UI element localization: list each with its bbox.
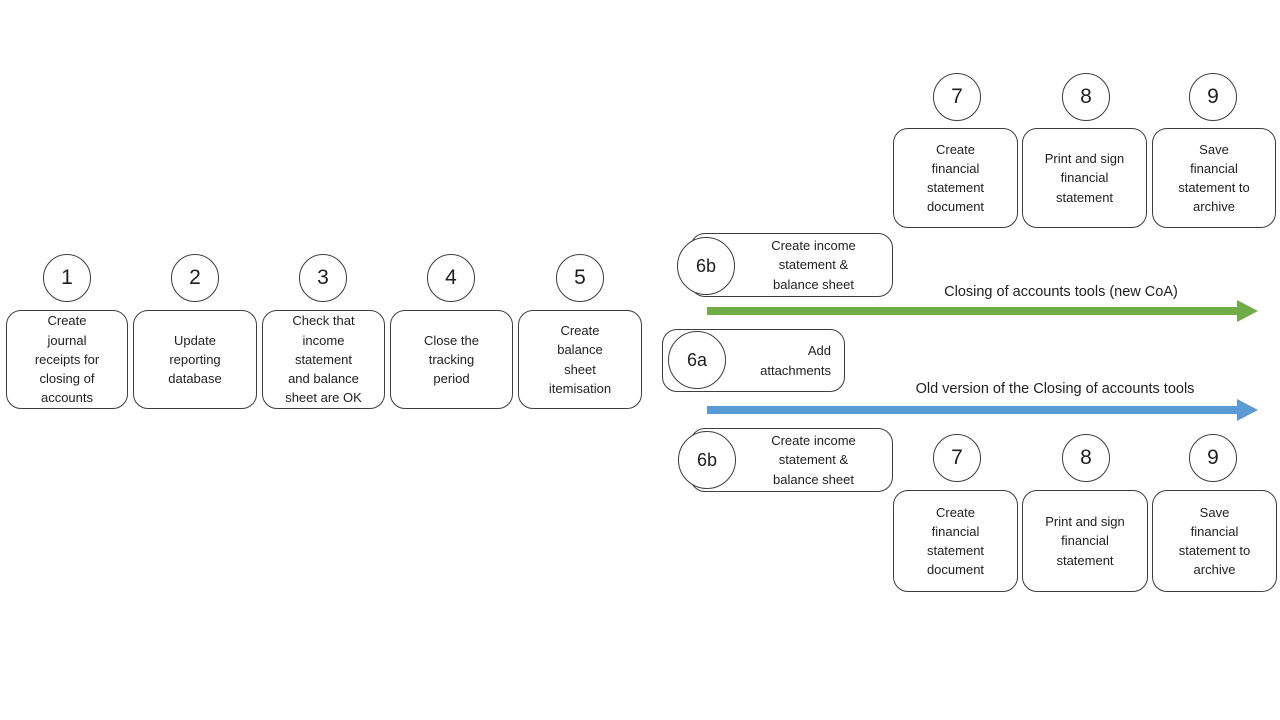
new-branch-step-7-label: Create financial statement document — [926, 141, 985, 215]
step-1-number: 1 — [61, 266, 73, 289]
old-branch-step-8-label: Print and sign financial statement — [1045, 514, 1125, 568]
old-branch-step-9-label: Save financial statement to archive — [1178, 504, 1251, 578]
new-branch-step-8-number: 8 — [1080, 85, 1092, 108]
new-branch-step-6b-circle: 6b — [677, 237, 735, 295]
new-branch-step-7-number: 7 — [951, 85, 963, 108]
new-branch-step-8-circle: 8 — [1062, 73, 1110, 121]
new-branch-step-9-label: Save financial statement to archive — [1178, 141, 1250, 215]
step-5-number: 5 — [574, 266, 586, 289]
new-branch-step-9-number: 9 — [1207, 85, 1219, 108]
old-branch-step-7-number: 7 — [951, 446, 963, 469]
step-1-box: Create journal receipts for closing of a… — [6, 310, 128, 409]
old-branch-step-6b-circle: 6b — [678, 431, 736, 489]
step-4-number: 4 — [445, 266, 457, 289]
step-6a-number: 6a — [686, 349, 708, 370]
new-branch-step-6b-label: Create income statement & balance sheet — [771, 238, 856, 292]
step-6a-label: Add attachments — [760, 343, 831, 378]
step-1-circle: 1 — [43, 254, 91, 302]
old-branch-step-7-label: Create financial statement document — [926, 504, 985, 578]
old-branch-step-7-circle: 7 — [933, 434, 981, 482]
new-coa-arrow-head — [1237, 300, 1258, 322]
step-2-circle: 2 — [171, 254, 219, 302]
step-4-circle: 4 — [427, 254, 475, 302]
old-branch-step-8-number: 8 — [1080, 446, 1092, 469]
new-branch-step-7-circle: 7 — [933, 73, 981, 121]
old-version-arrow-bar — [707, 406, 1237, 414]
old-branch-step-9-number: 9 — [1207, 446, 1219, 469]
old-branch-step-8-box: Print and sign financial statement — [1022, 490, 1148, 592]
step-2-box: Update reporting database — [133, 310, 257, 409]
old-branch-step-9-circle: 9 — [1189, 434, 1237, 482]
step-5-box: Create balance sheet itemisation — [518, 310, 642, 409]
old-version-arrow-head — [1237, 399, 1258, 421]
step-4-box: Close the tracking period — [390, 310, 513, 409]
old-version-arrow-label: Old version of the Closing of accounts t… — [915, 381, 1195, 397]
step-1-label: Create journal receipts for closing of a… — [34, 313, 100, 406]
old-branch-step-8-circle: 8 — [1062, 434, 1110, 482]
old-branch-step-6b-number: 6b — [696, 449, 718, 470]
step-4-label: Close the tracking period — [424, 332, 479, 387]
new-branch-step-8-label: Print and sign financial statement — [1044, 151, 1125, 205]
step-5-circle: 5 — [556, 254, 604, 302]
step-3-number: 3 — [317, 266, 329, 289]
step-6a-circle: 6a — [668, 331, 726, 389]
new-branch-step-7-box: Create financial statement document — [893, 128, 1018, 228]
old-branch-step-7-box: Create financial statement document — [893, 490, 1018, 592]
step-2-number: 2 — [189, 266, 201, 289]
step-2-label: Update reporting database — [168, 332, 222, 387]
step-3-label: Check that income statement and balance … — [285, 313, 362, 406]
old-branch-step-9-box: Save financial statement to archive — [1152, 490, 1277, 592]
step-3-circle: 3 — [299, 254, 347, 302]
new-branch-step-8-box: Print and sign financial statement — [1022, 128, 1147, 228]
old-branch-step-6b-label: Create income statement & balance sheet — [771, 433, 856, 487]
new-coa-arrow-bar — [707, 307, 1237, 315]
new-coa-arrow-label: Closing of accounts tools (new CoA) — [944, 284, 1178, 300]
new-branch-step-6b-number: 6b — [695, 255, 717, 276]
new-branch-step-9-box: Save financial statement to archive — [1152, 128, 1276, 228]
step-5-label: Create balance sheet itemisation — [548, 323, 612, 396]
new-branch-step-9-circle: 9 — [1189, 73, 1237, 121]
step-3-box: Check that income statement and balance … — [262, 310, 385, 409]
